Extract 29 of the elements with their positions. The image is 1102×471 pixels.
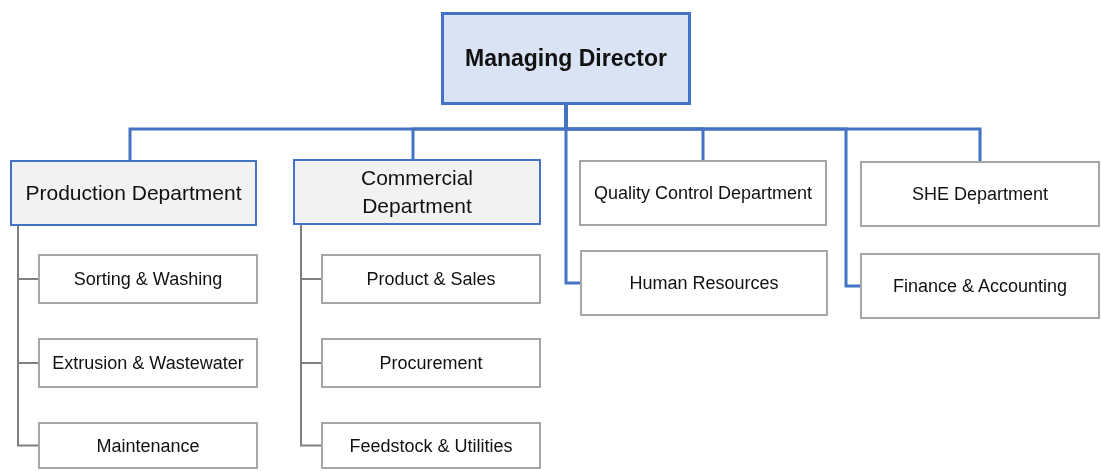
- department-box: [10, 160, 257, 226]
- box-label: Finance & Accounting: [892, 275, 1068, 298]
- unit-box: [321, 254, 541, 304]
- unit-box: [38, 338, 258, 388]
- box-label: Quality Control Department: [593, 182, 813, 205]
- director-box: [441, 12, 691, 105]
- box-label: Feedstock & Utilities: [349, 434, 513, 458]
- box-label: Product & Sales: [366, 268, 496, 291]
- department-box: [293, 159, 541, 225]
- box-label: SHE Department: [911, 183, 1049, 206]
- unit-box: [860, 253, 1100, 319]
- connector-line: [300, 224, 322, 447]
- box-label: Procurement: [379, 352, 483, 375]
- box-label: Production Department: [25, 180, 242, 206]
- box-label: Commercial Department: [360, 165, 474, 219]
- unit-box: [580, 250, 828, 316]
- unit-box: [38, 254, 258, 304]
- box-label: Maintenance: [96, 434, 200, 458]
- unit-box: [38, 422, 258, 469]
- box-label: Extrusion & Wastewater: [52, 352, 244, 375]
- unit-box: [321, 422, 541, 469]
- box-label: Managing Director: [465, 44, 667, 74]
- connector-line: [17, 225, 39, 447]
- connector-line: [564, 105, 982, 161]
- box-label: Human Resources: [629, 272, 779, 295]
- unit-box: [579, 160, 827, 226]
- unit-box: [860, 161, 1100, 227]
- unit-box: [321, 338, 541, 388]
- box-label: Sorting & Washing: [73, 268, 223, 291]
